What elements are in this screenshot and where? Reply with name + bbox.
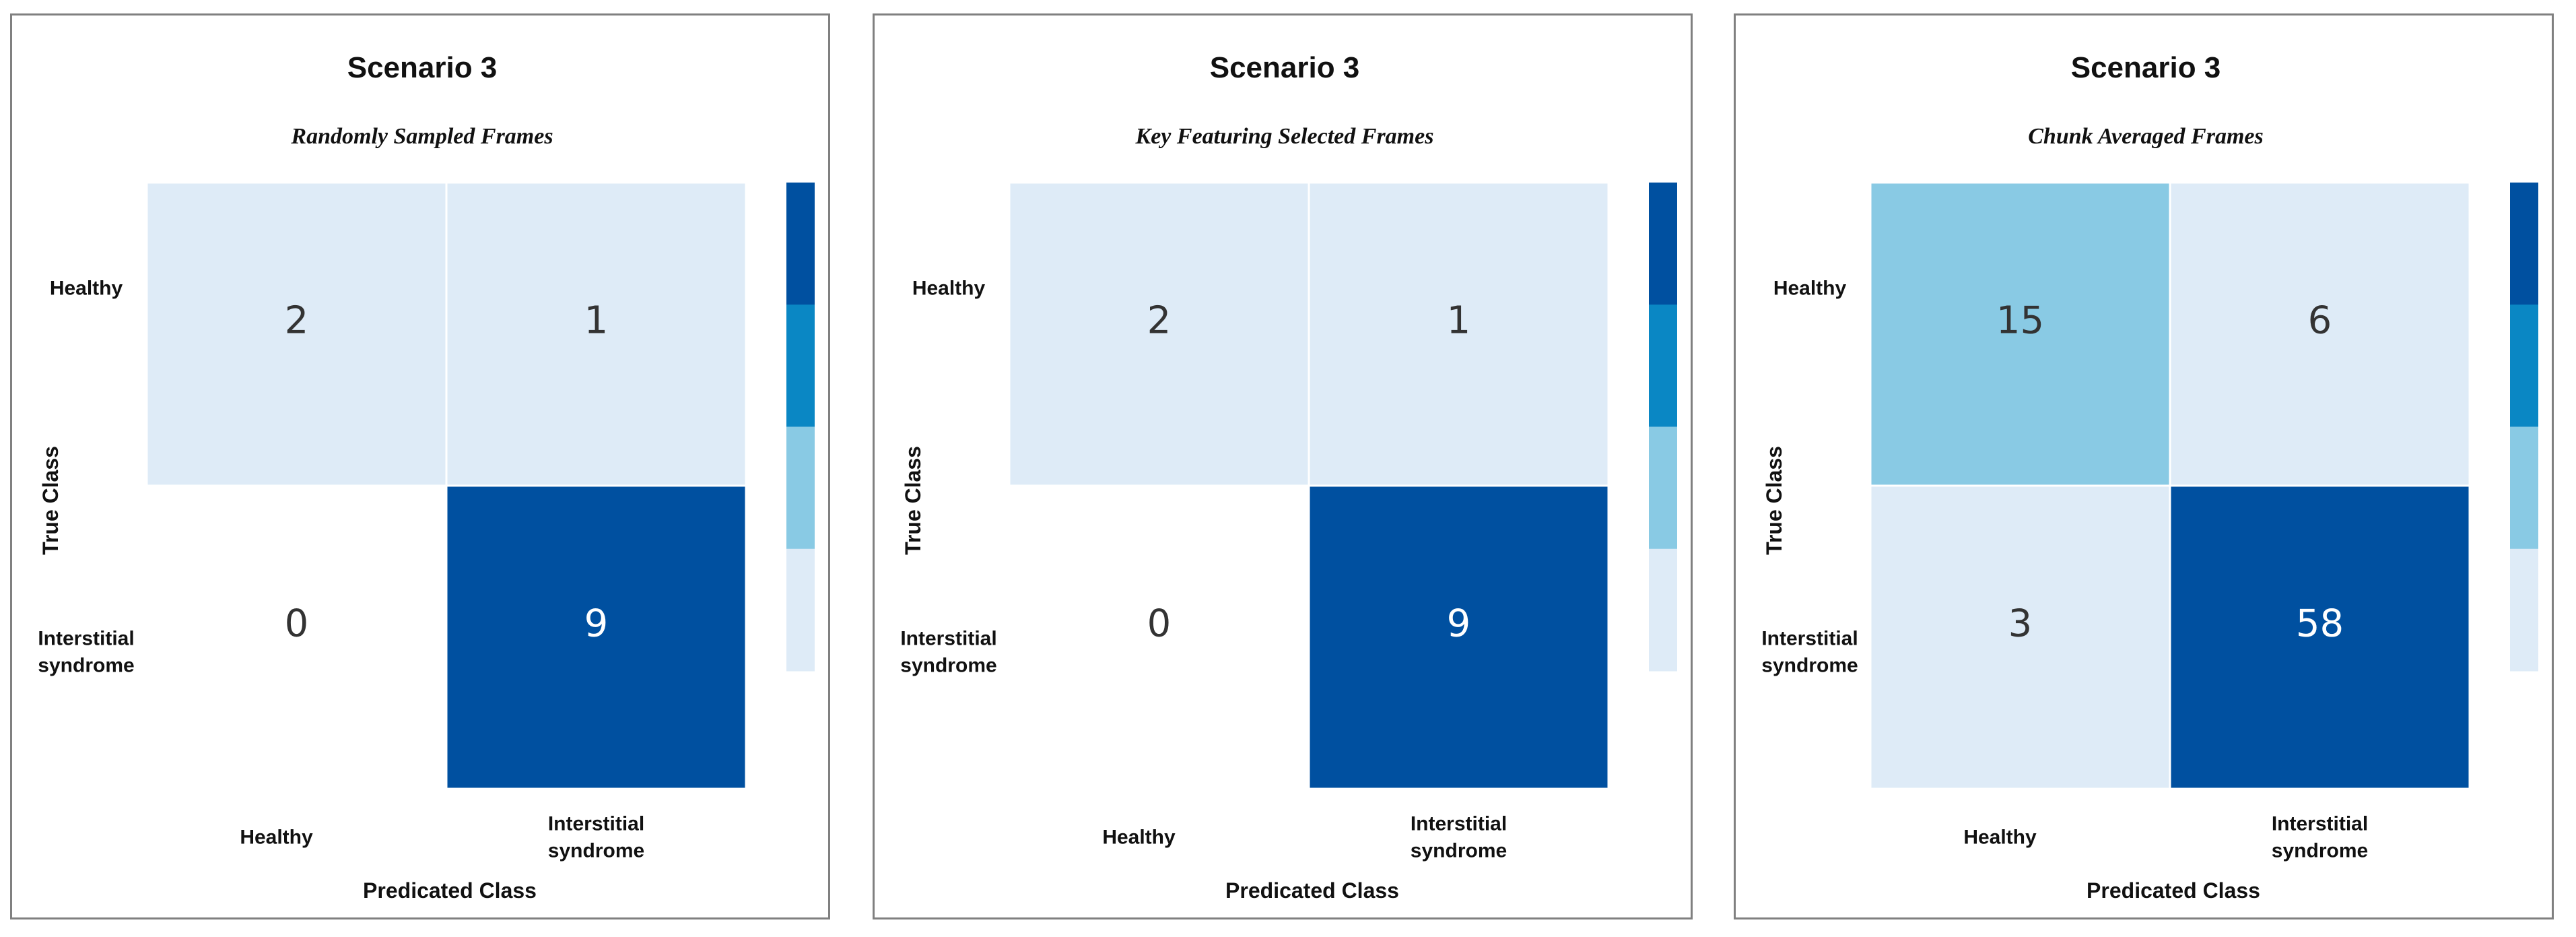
matrix-cell-r1-c0 [1869, 484, 2171, 790]
x-tick-label: Healthy [1963, 827, 2037, 849]
y-tick-label: Interstitial syndrome [1761, 628, 1858, 677]
matrix-cell-r0-c1 [445, 181, 747, 487]
y-tick-label: Interstitial syndrome [900, 628, 996, 677]
colorbar-segment [2510, 548, 2538, 672]
cell-value: 58 [2296, 602, 2344, 646]
confusion-matrix-svg: Scenario 3 Key Featuring Selected Frames 2… [900, 51, 1677, 903]
matrix-cell-r1-c1 [1308, 484, 1610, 790]
x-tick-label-line: Interstitial [548, 813, 644, 835]
matrix-cell-r0-c1 [1308, 181, 1610, 487]
x-tick-label-line: Healthy [1963, 827, 2037, 849]
chart-subtitle: Randomly Sampled Frames [290, 124, 553, 149]
x-tick-label-line: Interstitial [1411, 813, 1507, 835]
colorbar-segment [786, 304, 815, 427]
matrix-cell-r1-c1 [445, 484, 747, 790]
colorbar-segment [786, 426, 815, 550]
cell-value: 0 [285, 602, 309, 646]
y-tick-label-line: syndrome [38, 655, 134, 677]
cell-value: 9 [584, 602, 609, 646]
x-tick-label-line: syndrome [1411, 840, 1507, 862]
cell-value: 1 [1447, 299, 1471, 343]
chart-title: Scenario 3 [347, 51, 498, 84]
x-tick-label: Healthy [1102, 827, 1176, 849]
x-tick-label-line: Interstitial [2272, 813, 2368, 835]
x-tick-label-line: syndrome [548, 840, 644, 862]
x-axis-label: Predicated Class [363, 878, 537, 903]
x-axis-label: Predicated Class [1225, 878, 1399, 903]
y-tick-label-line: Healthy [50, 278, 123, 300]
x-tick-label: Interstitial syndrome [548, 813, 644, 862]
x-axis-label: Predicated Class [2087, 878, 2260, 903]
matrix-cell-r0-c0 [1008, 181, 1310, 487]
chart-title: Scenario 3 [1210, 51, 1360, 84]
x-tick-label: Interstitial syndrome [1411, 813, 1507, 862]
y-axis-label: True Class [38, 446, 63, 555]
y-tick-label-line: Interstitial [38, 628, 134, 650]
matrix-cell-r0-c0 [1869, 181, 2171, 487]
y-tick-label-line: Healthy [1773, 278, 1847, 300]
x-tick-label-line: syndrome [2272, 840, 2368, 862]
y-axis-label: True Class [1762, 446, 1786, 555]
colorbar-segment [1649, 426, 1677, 550]
y-tick-label-line: Healthy [912, 278, 986, 300]
chart-subtitle: Key Featuring Selected Frames [1135, 124, 1434, 149]
colorbar-segment [1649, 548, 1677, 672]
y-axis-label: True Class [901, 446, 925, 555]
colorbar-segment [1649, 304, 1677, 427]
y-tick-label: Healthy [912, 278, 986, 300]
cell-value: 3 [2008, 602, 2033, 646]
matrix-cell-r1-c1 [2169, 484, 2471, 790]
cell-value: 2 [285, 299, 309, 343]
cell-value: 6 [2308, 299, 2332, 343]
chart-title: Scenario 3 [2071, 51, 2221, 84]
y-tick-label-line: Interstitial [900, 628, 996, 650]
x-tick-label-line: Healthy [240, 827, 313, 849]
x-tick-label-line: Healthy [1102, 827, 1176, 849]
colorbar-segment [2510, 304, 2538, 427]
x-tick-label: Interstitial syndrome [2272, 813, 2368, 862]
colorbar-segment [2510, 183, 2538, 305]
colorbar-segment [2510, 426, 2538, 550]
cell-value: 15 [1996, 299, 2044, 343]
cell-value: 2 [1147, 299, 1172, 343]
matrix-cell-r0-c1 [2169, 181, 2471, 487]
cell-value: 9 [1447, 602, 1471, 646]
y-tick-label-line: syndrome [1761, 655, 1858, 677]
confusion-matrix-panel-key-featuring: Scenario 3 Key Featuring Selected Frames 2… [873, 13, 1693, 919]
y-tick-label-line: Interstitial [1761, 628, 1858, 650]
chart-subtitle: Chunk Averaged Frames [2028, 124, 2263, 149]
matrix-cell-r0-c0 [145, 181, 448, 487]
colorbar-segment [786, 183, 815, 305]
x-tick-label: Healthy [240, 827, 313, 849]
cell-value: 0 [1147, 602, 1172, 646]
colorbar-segment [1649, 183, 1677, 305]
y-tick-label: Healthy [50, 278, 123, 300]
cell-value: 1 [584, 299, 609, 343]
colorbar-segment [786, 548, 815, 672]
y-tick-label-line: syndrome [900, 655, 996, 677]
y-tick-label: Interstitial syndrome [38, 628, 134, 677]
y-tick-label: Healthy [1773, 278, 1847, 300]
